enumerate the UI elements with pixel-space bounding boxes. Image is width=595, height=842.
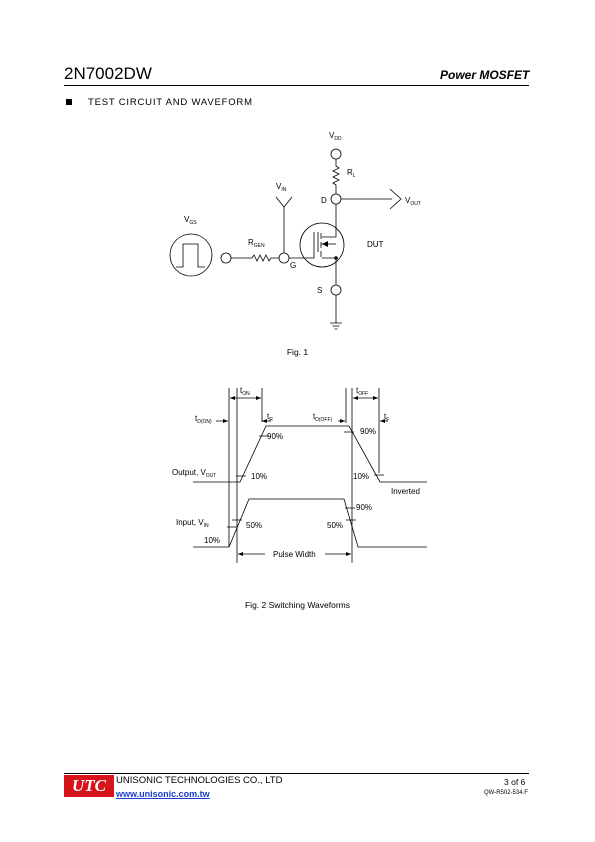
level-ticks <box>227 431 384 528</box>
document-category: Power MOSFET <box>440 68 530 82</box>
vout-label: VOUT <box>405 196 421 207</box>
input-vin-label: Input, VIN <box>176 518 209 529</box>
output-vout-label: Output, VOUT <box>172 468 216 479</box>
dut-label: DUT <box>367 240 384 249</box>
junction-dot <box>334 256 338 260</box>
section-title: TEST CIRCUIT AND WAVEFORM <box>88 97 253 108</box>
tr-label: tR <box>267 412 273 423</box>
vin-label: VIN <box>276 182 287 193</box>
section-bullet-icon <box>66 99 72 105</box>
website-link[interactable]: www.unisonic.com.tw <box>116 789 210 799</box>
company-name: UNISONIC TECHNOLOGIES CO., LTD <box>116 775 283 786</box>
header-rule <box>64 85 529 86</box>
channel-arrow-icon <box>322 241 328 247</box>
vout-lead <box>341 188 402 210</box>
input-10-label: 10% <box>204 536 220 545</box>
output-10-label: 10% <box>251 472 267 481</box>
tdoff-label: tD(OFF) <box>313 412 333 423</box>
span-arrowheads-icon <box>230 396 378 400</box>
drain-source-leads <box>322 204 337 285</box>
pulse-width-label: Pulse Width <box>273 550 316 559</box>
document-number: QW-R502-534.F <box>484 790 528 796</box>
vdd-label: VDD <box>329 131 342 142</box>
pulse-generator <box>169 233 213 277</box>
rl-label: RL <box>347 168 356 179</box>
inverted-label: Inverted <box>391 487 420 496</box>
tf-label: tF <box>384 412 389 423</box>
output-90-label: 90% <box>267 432 283 441</box>
input-waveform <box>193 498 427 548</box>
generator-output-terminal <box>220 252 232 264</box>
delay-arrowheads-icon <box>223 419 385 423</box>
figure-2-caption: Fig. 2 Switching Waveforms <box>244 600 351 610</box>
output-10-fall-label: 10% <box>353 472 369 481</box>
rgen-resistor <box>231 254 279 262</box>
input-50-fall-label: 50% <box>327 521 343 530</box>
output-90-fall-label: 90% <box>360 427 376 436</box>
input-90-label: 90% <box>356 503 372 512</box>
rgen-label: RGEN <box>248 238 265 249</box>
load-resistor <box>332 159 340 194</box>
vgs-label: VGS <box>184 215 197 226</box>
pulse-symbol-icon <box>176 243 205 268</box>
gate-label: G <box>290 261 296 270</box>
mosfet-circle <box>299 222 345 268</box>
mosfet-channel <box>317 232 322 257</box>
gate-lead <box>289 232 315 259</box>
drain-label: D <box>321 196 327 205</box>
footer-rule <box>64 773 529 774</box>
vin-probe <box>275 196 293 253</box>
input-50-rise-label: 50% <box>246 521 262 530</box>
tdon-label: tD(ON) <box>195 414 212 425</box>
figure-1-caption: Fig. 1 <box>286 347 309 357</box>
ground-symbol <box>330 295 342 330</box>
source-label: S <box>317 286 322 295</box>
ton-label: tON <box>240 386 250 397</box>
utc-logo: UTC <box>64 775 114 797</box>
page-number: 3 of 6 <box>504 777 526 787</box>
toff-label: tOFF <box>356 386 368 397</box>
part-number: 2N7002DW <box>64 64 152 83</box>
output-waveform <box>193 425 427 483</box>
